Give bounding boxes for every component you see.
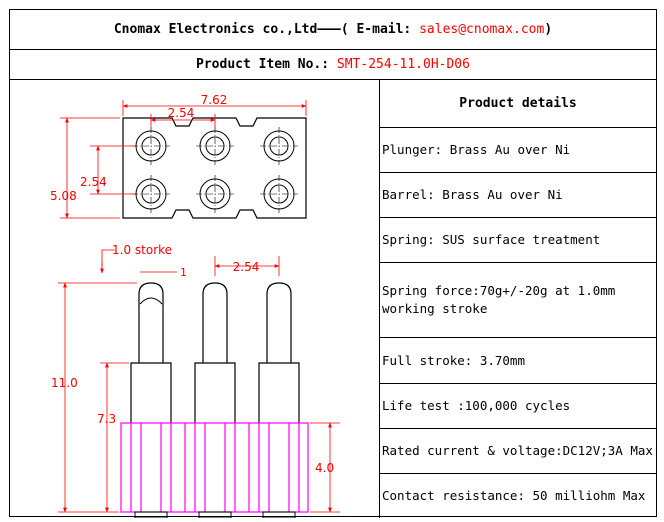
detail-barrel: Barrel: Brass Au over Ni — [380, 173, 656, 218]
dim-insulator-height — [310, 422, 340, 513]
company-name: Cnomax Electronics co.,Ltd———( E-mail: — [113, 22, 420, 37]
dim-tip-width-label: 1 — [180, 266, 187, 279]
dim-pitch-side — [214, 256, 280, 276]
dim-pitch-side-label: 2.54 — [233, 260, 260, 274]
dim-overall-height — [58, 282, 137, 513]
dim-pitch-vertical — [90, 145, 135, 195]
pin-stroke-arc — [139, 297, 163, 305]
dim-pitch-vertical-label: 2.54 — [80, 175, 107, 189]
detail-life-test: Life test :100,000 cycles — [380, 384, 656, 429]
dim-insulator-height-label: 4.0 — [315, 461, 334, 475]
product-details-table: Product details Plunger: Brass Au over N… — [380, 80, 656, 516]
product-item-row: Product Item No.: SMT-254-11.0H-D06 — [10, 50, 656, 80]
pin-tails — [134, 511, 296, 519]
pogo-pins — [130, 282, 300, 423]
dim-body-height-label: 7.3 — [97, 412, 116, 426]
header-close: ) — [544, 22, 553, 37]
detail-rated-current: Rated current & voltage:DC12V;3A Max — [380, 429, 656, 474]
dim-body-height — [100, 362, 129, 513]
product-item-label: Product Item No.: — [196, 57, 337, 72]
top-view-outline — [122, 117, 307, 219]
drawing-svg: 7.62 2.54 2.54 5.08 1.0 storke — [50, 93, 340, 519]
dim-height-total-label: 5.08 — [50, 189, 77, 203]
detail-plunger: Plunger: Brass Au over Ni — [380, 128, 656, 173]
dim-height-total — [60, 117, 120, 219]
dim-overall-height-label: 11.0 — [51, 376, 78, 390]
dim-pitch-top — [150, 114, 216, 130]
top-view-centerlines — [132, 127, 298, 213]
dim-stroke-note — [100, 249, 115, 274]
detail-spring: Spring: SUS surface treatment — [380, 218, 656, 263]
dim-pitch-top-label: 2.54 — [168, 106, 195, 120]
detail-full-stroke: Full stroke: 3.70mm — [380, 338, 656, 384]
dim-width-total — [122, 100, 307, 116]
details-title: Product details — [380, 80, 656, 128]
email-link[interactable]: sales@cnomax.com — [419, 22, 545, 37]
insulator-body — [120, 422, 309, 513]
detail-contact-resistance: Contact resistance: 50 milliohm Max — [382, 488, 646, 503]
dim-stroke-note-label: 1.0 storke — [112, 243, 172, 257]
spec-sheet: Cnomax Electronics co.,Ltd———( E-mail: s… — [9, 9, 657, 519]
dim-width-total-label: 7.62 — [201, 93, 228, 107]
product-item-number: SMT-254-11.0H-D06 — [336, 57, 470, 72]
detail-spring-force: Spring force:70g+/-20g at 1.0mm working … — [380, 263, 656, 338]
technical-drawing: 7.62 2.54 2.54 5.08 1.0 storke — [10, 80, 380, 519]
company-header: Cnomax Electronics co.,Ltd———( E-mail: s… — [10, 10, 656, 50]
